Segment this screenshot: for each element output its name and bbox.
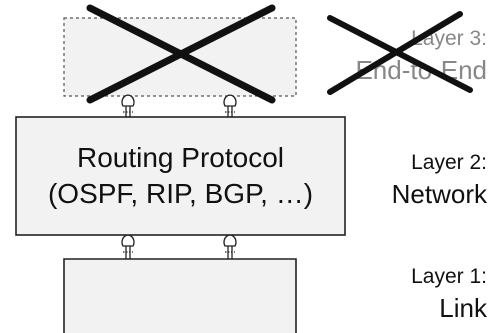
connector-l2-l1-right [223,234,237,260]
connector-l2-l1-left [121,234,135,260]
layer2-label: Layer 2: Network [392,152,487,207]
layer2-number: Layer 2: [411,151,487,174]
routing-protocol-examples: (OSPF, RIP, BGP, …) [47,178,314,209]
layer3-name: End-to-End [355,55,487,85]
routing-protocol-box [15,116,346,236]
routing-protocol-label: Routing Protocol (OSPF, RIP, BGP, …) [16,117,345,235]
layer1-number: Layer 1: [411,265,487,288]
layer1-box [63,258,297,333]
layer1-label: Layer 1: Link [411,266,487,321]
layer1-name: Link [439,293,487,323]
connector-l3-l2-left [121,94,135,118]
connector-l3-l2-right [223,94,237,118]
layer3-number: Layer 3: [411,27,487,50]
routing-protocol-title: Routing Protocol [76,142,284,173]
layer3-box-cross [86,4,276,104]
layer2-name: Network [391,179,487,209]
layer3-label: Layer 3: End-to-End [355,28,487,83]
